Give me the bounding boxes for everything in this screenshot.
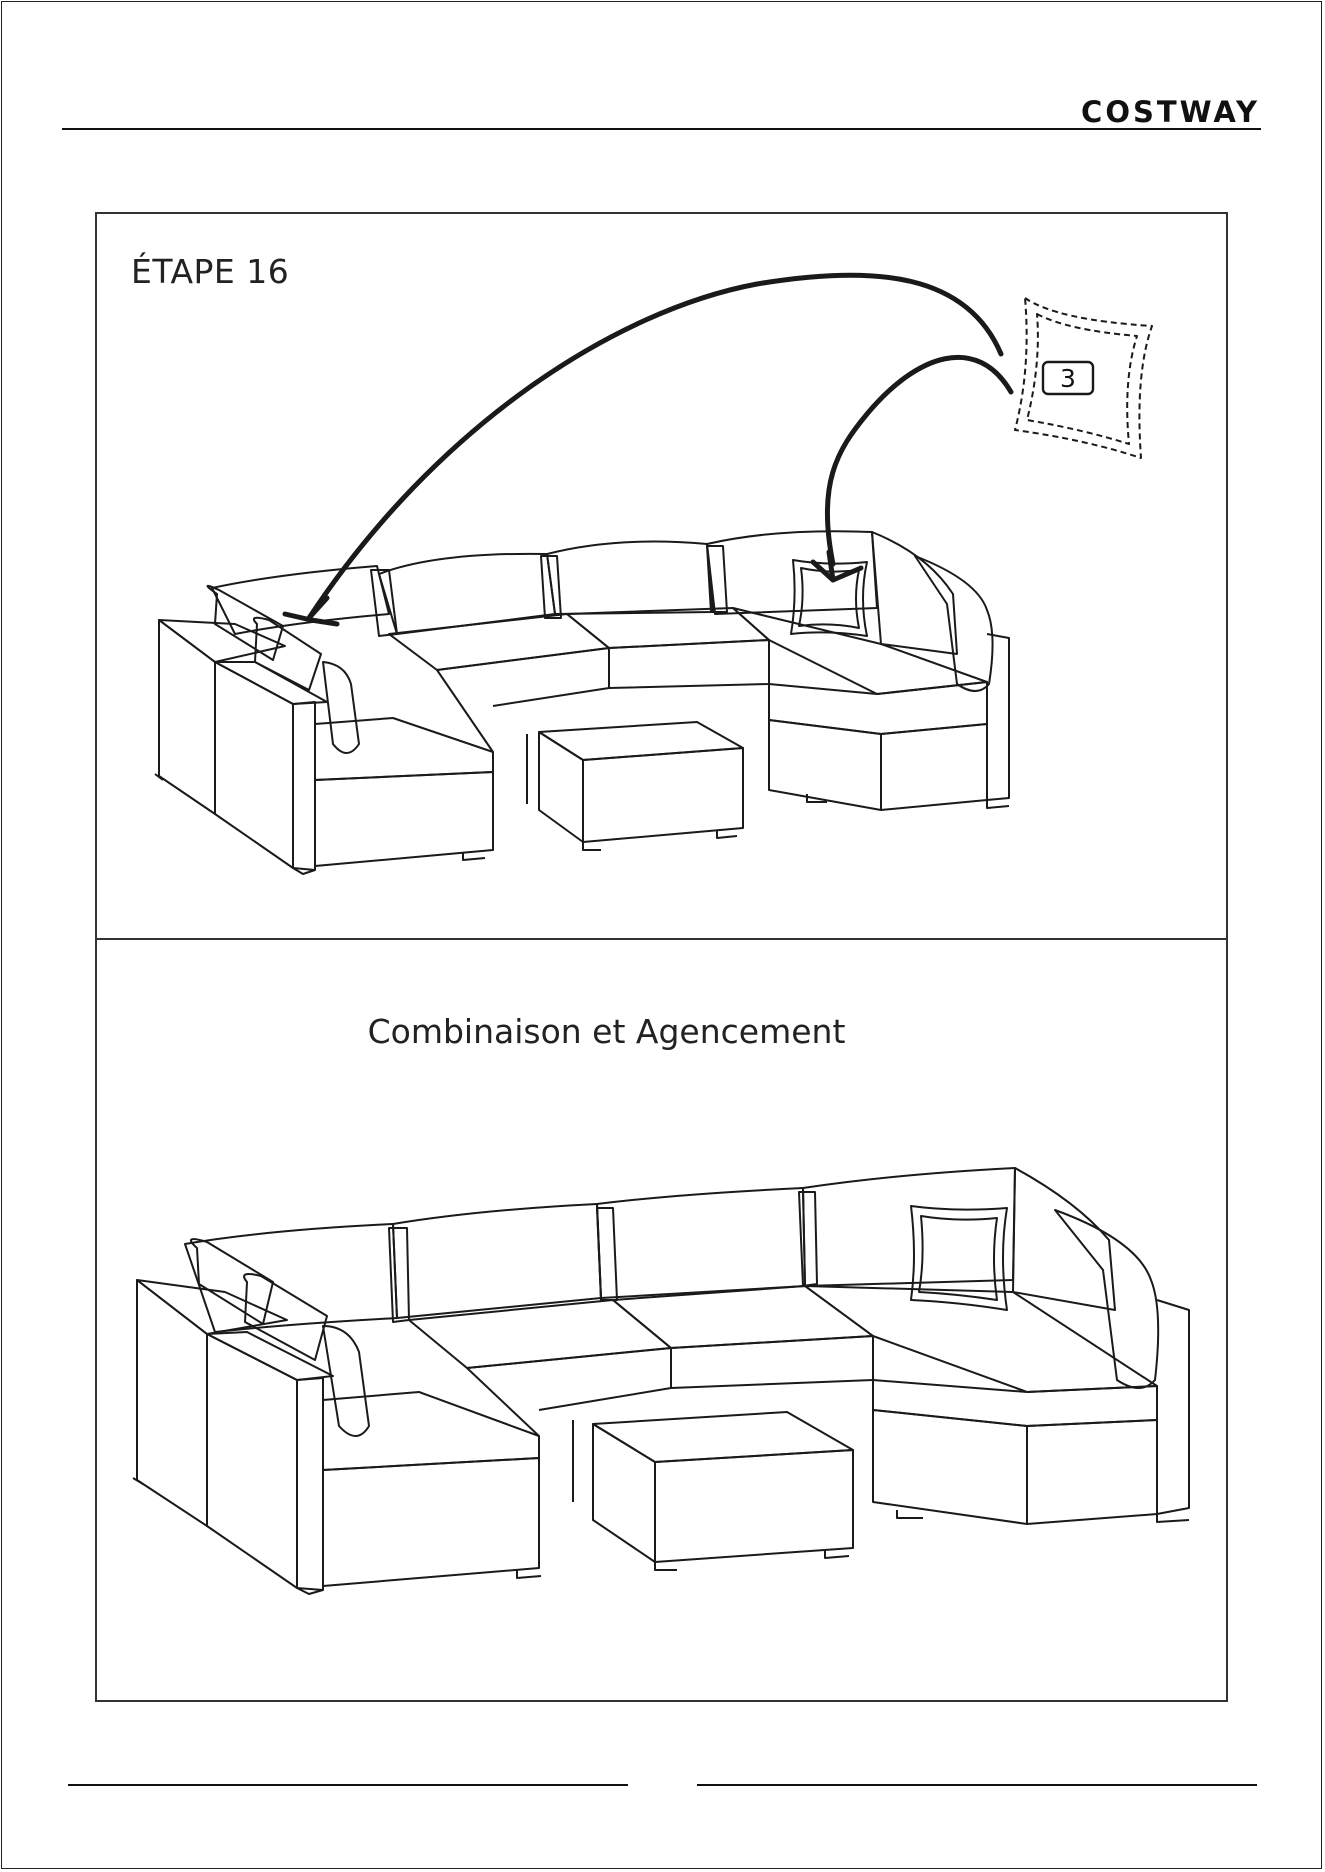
step-panel: ÉTAPE 16 3 (95, 212, 1228, 940)
step-illustration: 3 (97, 214, 1226, 938)
cushion-icon (1015, 298, 1152, 458)
sofa-set-illustration (155, 531, 1009, 874)
arrow-icon (285, 275, 1011, 624)
footer-rule-left (68, 1784, 628, 1786)
brand-logo: COSTWAY (1000, 93, 1262, 129)
result-panel: Combinaison et Agencement (95, 938, 1228, 1702)
header-rule (62, 128, 1261, 130)
sofa-set-illustration (133, 1168, 1189, 1594)
footer-rule-right (697, 1784, 1257, 1786)
part-number: 3 (1060, 364, 1076, 393)
brand-logo-text: COSTWAY (1081, 95, 1260, 129)
result-illustration (97, 940, 1226, 1700)
